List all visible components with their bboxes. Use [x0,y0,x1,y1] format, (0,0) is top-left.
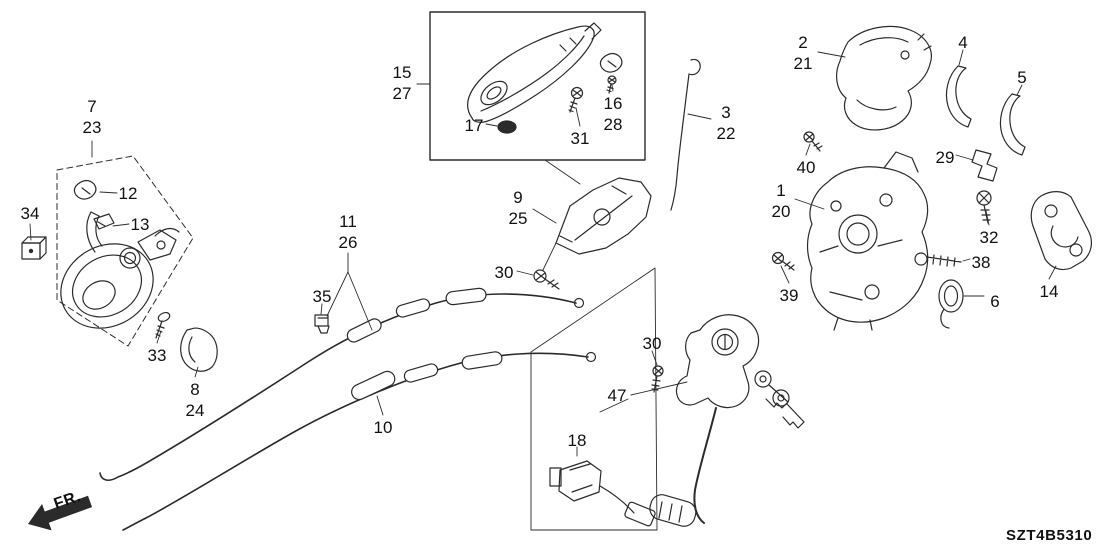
cap-8-24-drawing [180,327,218,372]
callout-number: 33 [147,346,167,365]
outer-handle-box-drawing [429,11,646,161]
bolt-30-left-drawing [533,269,560,290]
bracket-9-25-drawing [555,177,652,255]
rod-3-22-drawing [670,58,701,211]
callout-39[interactable]: 39 [780,285,799,306]
clip-5-drawing [999,93,1026,156]
callout-6[interactable]: 6 [990,291,999,312]
callout-number: 30 [642,334,662,353]
callout-number: 32 [979,228,999,247]
callout-number: 39 [779,286,799,305]
callout-number: 9 [513,188,523,207]
callout-number: 26 [338,233,358,252]
callout-number: 31 [570,129,590,148]
callout-number: 16 [603,94,623,113]
callout-34[interactable]: 34 [21,203,40,224]
key-cylinder-47-drawing [649,314,805,527]
callout-number: 40 [796,158,816,177]
callout-number: 2 [798,33,808,52]
callout-number: 22 [716,124,736,143]
callout-number: 34 [20,204,40,223]
part-29-drawing [971,149,998,182]
callout-number: 14 [1039,282,1059,301]
callout-number: 30 [494,263,514,282]
striker-14-drawing [1030,191,1093,271]
region-outline-drawing [530,267,658,531]
callout-number: 1 [776,181,786,200]
callout-number: 21 [793,54,813,73]
callout-5[interactable]: 5 [1017,67,1026,88]
callout-number: 11 [339,212,357,231]
diagram-code: SZT4B5310 [1006,527,1093,544]
callout-12[interactable]: 12 [119,183,138,204]
callout-number: 29 [935,148,955,167]
leader-lines [29,49,1057,457]
callout-number: 13 [130,215,150,234]
callout-33[interactable]: 33 [148,345,167,366]
callout-number: 6 [990,292,1000,311]
clip-35-drawing [314,314,330,334]
callout-number: 18 [567,431,587,450]
callout-17[interactable]: 17 [465,115,484,136]
callout-4[interactable]: 4 [958,32,967,53]
grommet-6-drawing [938,279,964,329]
switch-18-drawing [549,460,656,527]
protector-2-21-drawing [836,25,932,131]
callout-31[interactable]: 31 [571,128,590,149]
callout-40[interactable]: 40 [797,157,816,178]
cable-sleeves-drawing [346,287,503,401]
bolt-38-drawing [914,252,962,267]
callout-number: 27 [392,84,412,103]
callout-number: 15 [392,63,412,82]
callout-number: 24 [185,401,205,420]
callout-38[interactable]: 38 [972,252,991,273]
callout-13[interactable]: 13 [131,214,150,235]
callout-number: 17 [464,116,484,135]
callout-30-a[interactable]: 30 [495,262,514,283]
part-34-drawing [21,236,47,260]
callout-14[interactable]: 14 [1040,281,1059,302]
callout-number: 8 [190,380,200,399]
callout-35[interactable]: 35 [313,286,332,307]
screw-39-drawing [771,251,795,271]
callout-number: 38 [971,253,991,272]
clip-4-drawing [945,65,972,128]
callout-30-b[interactable]: 30 [643,333,662,354]
callout-number: 47 [607,386,627,405]
callout-number: 20 [771,202,791,221]
callout-number: 5 [1017,68,1027,87]
callout-number: 35 [312,287,332,306]
callout-10[interactable]: 10 [374,417,393,438]
bolt-32-drawing [976,190,992,224]
outer-handle-base-drawing [56,155,194,347]
screw-33-drawing [155,311,171,339]
fr-arrow-icon [28,495,93,531]
callout-number: 7 [87,97,97,116]
callout-47[interactable]: 47 [608,385,627,406]
latch-1-20-drawing [806,151,929,331]
callout-number: 23 [82,118,102,137]
callout-number: 4 [958,33,968,52]
callout-number: 3 [721,103,731,122]
screw-40-drawing [803,131,823,152]
callout-32[interactable]: 32 [980,227,999,248]
callout-number: 28 [603,115,623,134]
callout-number: 10 [373,418,393,437]
callout-number: 12 [118,184,138,203]
callout-18[interactable]: 18 [568,430,587,451]
callout-number: 25 [508,209,528,228]
callout-29[interactable]: 29 [936,147,955,168]
